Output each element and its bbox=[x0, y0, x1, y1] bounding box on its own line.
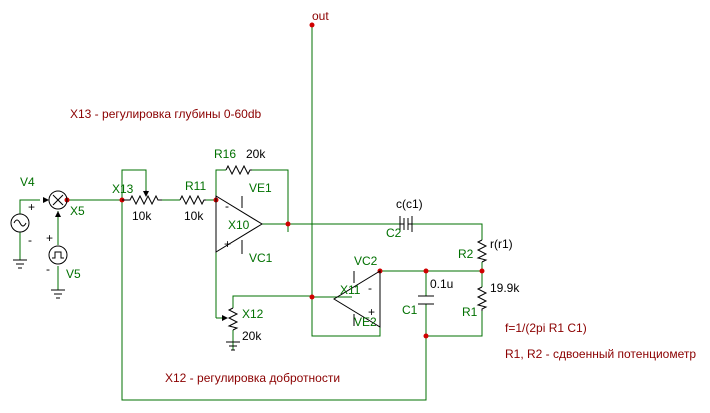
wire-c1-bottom bbox=[121, 200, 427, 401]
wire-x13-wiper bbox=[121, 169, 147, 200]
node-r-mid bbox=[479, 268, 485, 274]
label-v4-plus: + bbox=[28, 200, 35, 214]
label-r2: R2 bbox=[458, 247, 474, 261]
label-r2-value: r(r1) bbox=[490, 237, 513, 251]
note-x12: X12 - регулировка добротности bbox=[165, 371, 340, 385]
label-ve2: VE2 bbox=[354, 315, 377, 329]
label-r16-value: 20k bbox=[246, 147, 266, 161]
node-out bbox=[309, 22, 315, 28]
node-x11-minus bbox=[309, 294, 315, 300]
label-x12-value: 20k bbox=[242, 329, 262, 343]
resistor-r2 bbox=[476, 239, 488, 263]
node-c1-top bbox=[423, 268, 429, 274]
multiplier-x5 bbox=[43, 190, 68, 217]
source-v4 bbox=[10, 213, 30, 269]
resistor-r16 bbox=[225, 164, 252, 176]
node-x10-out bbox=[285, 221, 291, 227]
label-c1: C1 bbox=[402, 303, 418, 317]
resistor-r11 bbox=[179, 194, 206, 206]
label-v4: V4 bbox=[20, 175, 35, 189]
potentiometer-x13 bbox=[122, 190, 162, 206]
label-v5-plus: + bbox=[46, 231, 53, 245]
node-c1-bottom bbox=[423, 333, 429, 339]
capacitor-c1 bbox=[418, 295, 434, 305]
source-v5 bbox=[48, 245, 68, 299]
label-r1: R1 bbox=[462, 305, 478, 319]
label-x10-minus: - bbox=[225, 199, 229, 213]
label-x11-plus: + bbox=[368, 305, 375, 319]
label-x11: X11 bbox=[340, 283, 361, 297]
capacitor-c2 bbox=[399, 216, 413, 232]
wire-out bbox=[311, 25, 352, 298]
label-c1-value: 0.1u bbox=[430, 277, 453, 291]
wire-x10-out bbox=[262, 223, 483, 240]
label-out: out bbox=[312, 9, 329, 23]
label-r16: R16 bbox=[214, 147, 236, 161]
junctions bbox=[64, 22, 485, 339]
resistor-r1 bbox=[476, 286, 488, 311]
label-c2-value: c(c1) bbox=[396, 197, 423, 211]
label-ve1: VE1 bbox=[249, 181, 272, 195]
opamp-x10 bbox=[215, 195, 263, 254]
label-x13: X13 bbox=[112, 182, 134, 196]
label-x11-minus: - bbox=[368, 281, 372, 295]
note-pot: R1, R2 - сдвоенный потенциометр bbox=[505, 347, 696, 361]
label-v4-minus: - bbox=[28, 233, 32, 247]
label-v5: V5 bbox=[66, 267, 81, 281]
note-x13: X13 - регулировка глубины 0-60db bbox=[70, 107, 262, 121]
label-x5: X5 bbox=[70, 204, 85, 218]
wires bbox=[19, 25, 483, 401]
wire-x12-top bbox=[232, 295, 312, 308]
label-x12: X12 bbox=[242, 307, 264, 321]
potentiometer-x12 bbox=[222, 307, 240, 351]
wire-v4-top bbox=[19, 199, 40, 214]
wire-r16-loop bbox=[215, 169, 289, 224]
label-r11: R11 bbox=[185, 179, 206, 193]
label-x13-value: 10k bbox=[132, 209, 152, 223]
note-formula: f=1/(2pi R1 C1) bbox=[505, 321, 587, 335]
label-c2: C2 bbox=[386, 226, 402, 240]
label-r1-value: 19.9k bbox=[490, 281, 520, 295]
label-x10-plus: + bbox=[224, 237, 231, 251]
label-v5-minus: - bbox=[46, 262, 50, 276]
wire-r1-bottom bbox=[426, 311, 483, 337]
label-x10: X10 bbox=[228, 218, 250, 232]
label-vc2: VC2 bbox=[354, 254, 378, 268]
label-r11-value: 10k bbox=[184, 209, 204, 223]
label-vc1: VC1 bbox=[249, 251, 273, 265]
opamp-x11 bbox=[333, 270, 381, 328]
